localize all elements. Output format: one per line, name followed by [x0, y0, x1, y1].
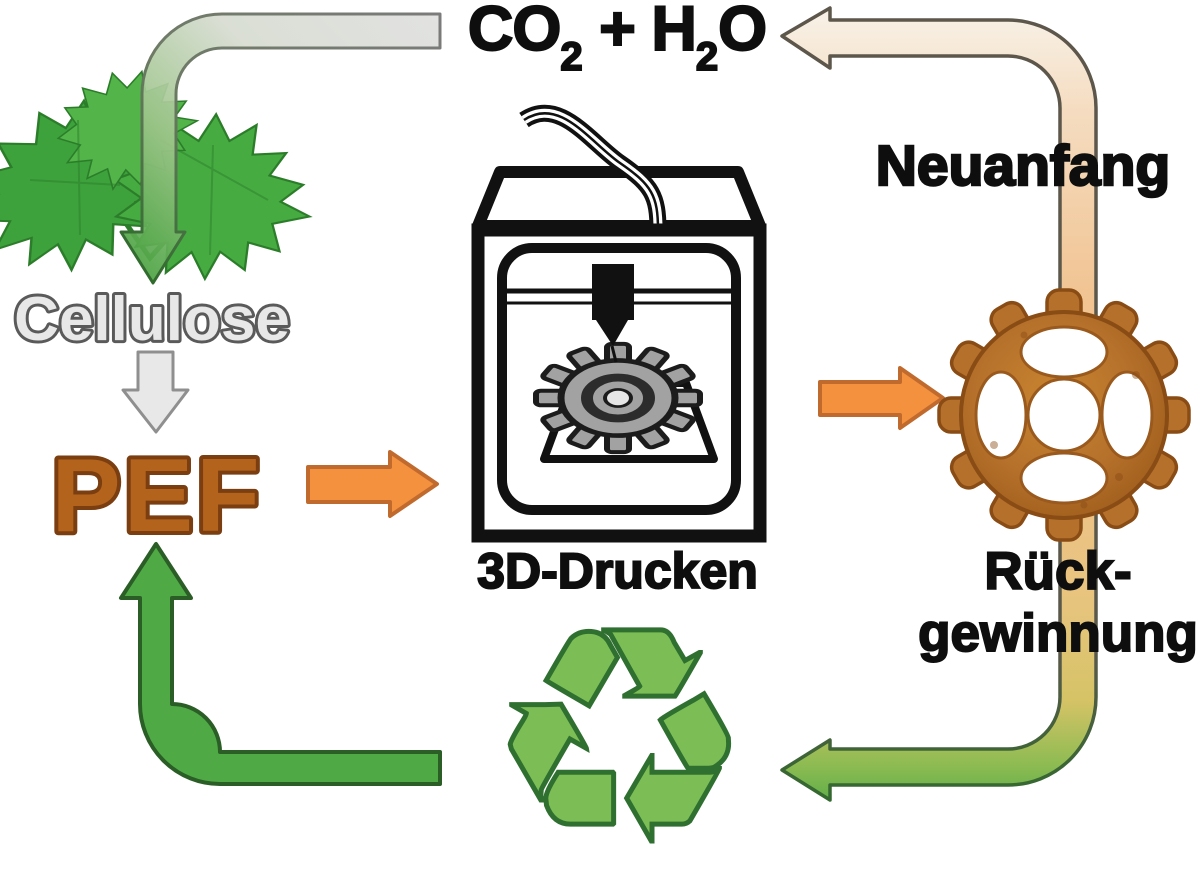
nozzle-icon	[592, 264, 634, 363]
recycle-to-pef-arrow	[119, 542, 442, 786]
recycling-symbol-icon: ♻	[483, 563, 757, 889]
cellulose-to-pef-arrow	[121, 350, 190, 434]
co2-part3: O	[717, 0, 768, 64]
printed-gear-object-icon	[937, 288, 1191, 542]
recovery-label: Rück- gewinnung	[908, 541, 1200, 665]
recovery-label-line1: Rück-	[983, 541, 1132, 602]
co2-part2: + H	[582, 0, 698, 64]
filament-tube-icon	[519, 104, 667, 231]
neuanfang-label: Neuanfang	[874, 134, 1171, 198]
recovery-label-line2: gewinnung	[917, 603, 1199, 664]
recovery-cycle-arrow	[780, 6, 1098, 802]
3d-printer-icon	[471, 104, 767, 543]
co2-part1: CO	[467, 0, 562, 64]
co2-subscript2: 2	[695, 35, 719, 79]
co2-h2o-label: CO2 + H2O	[448, 0, 786, 79]
co2-to-cellulose-arrow	[119, 12, 442, 285]
printer-to-object-arrow	[818, 366, 945, 430]
co2-subscript1: 2	[559, 35, 583, 79]
cellulose-label: Cellulose	[14, 285, 290, 354]
pef-label: PEF	[51, 438, 262, 554]
printing-label: 3D-Drucken	[476, 543, 759, 599]
pef-to-printer-arrow	[306, 450, 439, 518]
printed-gear-in-printer-icon	[536, 344, 700, 452]
